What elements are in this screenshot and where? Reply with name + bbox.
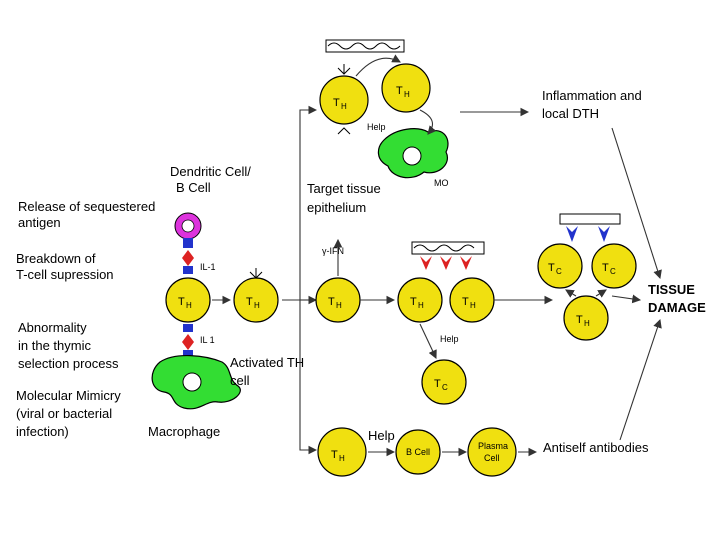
il1-label-bottom: IL 1: [200, 335, 215, 345]
tissue-membrane-right: [559, 213, 621, 242]
b-cell: B Cell: [395, 429, 441, 475]
antigen-marker: [182, 250, 194, 266]
svg-text:H: H: [336, 301, 342, 310]
svg-text:T: T: [548, 262, 555, 274]
help-label-top: Help: [367, 122, 386, 132]
mimicry-label-3: infection): [16, 424, 69, 439]
th-cell-middle-2: T H: [397, 277, 443, 323]
svg-text:H: H: [584, 319, 590, 328]
inflammation-label: Inflammation and: [542, 88, 642, 103]
breakdown-label: Breakdown of: [16, 251, 96, 266]
svg-text:T: T: [178, 296, 185, 308]
activated-label: Activated TH: [230, 355, 304, 370]
macrophage-top-nucleus: [402, 146, 422, 166]
svg-text:T: T: [434, 378, 441, 390]
dendritic-cell: [174, 212, 202, 274]
svg-text:T: T: [602, 262, 609, 274]
tissue-label: TISSUE: [648, 282, 695, 297]
svg-text:T: T: [410, 296, 417, 308]
svg-text:H: H: [404, 90, 410, 99]
inflammation-label-2: local DTH: [542, 106, 599, 121]
release-label-2: antigen: [18, 215, 61, 230]
mo-label: MO: [434, 178, 449, 188]
target-label: Target tissue: [307, 181, 381, 196]
tissue-membrane-top: [325, 39, 405, 53]
svg-text:T: T: [331, 449, 338, 461]
il1-label-top: IL-1: [200, 262, 216, 272]
svg-text:H: H: [470, 301, 476, 310]
svg-text:T: T: [396, 85, 403, 97]
th-cell-bottom: T H: [317, 427, 367, 477]
th-cell-middle-3: T H: [449, 277, 495, 323]
tissue-label-2: DAMAGE: [648, 300, 706, 315]
tc-cell-right-2: T C: [591, 243, 637, 289]
th-cell-left: T H: [165, 277, 211, 323]
th-cell-right: T H: [563, 295, 609, 341]
svg-text:H: H: [341, 102, 347, 111]
mhc-receptor: [183, 238, 193, 248]
svg-text:C: C: [610, 267, 616, 276]
help-label: Help: [368, 428, 395, 443]
target-label-2: epithelium: [307, 200, 366, 215]
breakdown-label-2: T-cell supression: [16, 267, 114, 282]
svg-text:T: T: [333, 97, 340, 109]
th-cell-second: T H: [233, 268, 279, 323]
dendritic-label: Dendritic Cell/: [170, 164, 251, 179]
th-cell-top-1: T H: [319, 64, 369, 135]
svg-text:H: H: [186, 301, 192, 310]
tc-cell-right-1: T C: [537, 243, 583, 289]
tcr-receptor: [183, 266, 193, 274]
svg-text:T: T: [576, 314, 583, 326]
abnormality-label: Abnormality: [18, 320, 87, 335]
dendritic-label-2: B Cell: [176, 180, 211, 195]
macrophage-label: Macrophage: [148, 424, 220, 439]
antiself-label: Antiself antibodies: [543, 440, 649, 455]
ifn-label: γ-IFN: [322, 246, 344, 256]
svg-text:T: T: [328, 296, 335, 308]
abnormality-label-3: selection process: [18, 356, 119, 371]
svg-text:C: C: [442, 383, 448, 392]
tissue-membrane-middle: [411, 241, 485, 270]
release-label: Release of sequestered: [18, 199, 155, 214]
macrophage-nucleus: [182, 372, 202, 392]
mimicry-label: Molecular Mimicry: [16, 388, 121, 403]
help-label-middle: Help: [440, 334, 459, 344]
th-cell-top-2: T H: [381, 63, 431, 113]
svg-text:Plasma: Plasma: [478, 441, 508, 451]
svg-text:B Cell: B Cell: [406, 447, 430, 457]
svg-text:Cell: Cell: [484, 453, 500, 463]
th-cell-middle: T H: [315, 277, 361, 323]
mhc-antigen-lower: [182, 324, 194, 360]
svg-text:H: H: [254, 301, 260, 310]
svg-text:T: T: [246, 296, 253, 308]
tc-cell-middle: T C: [421, 359, 467, 405]
svg-text:H: H: [339, 454, 345, 463]
mimicry-label-2: (viral or bacterial: [16, 406, 112, 421]
svg-text:H: H: [418, 301, 424, 310]
svg-text:C: C: [556, 267, 562, 276]
activated-label-2: cell: [230, 373, 250, 388]
abnormality-label-2: in the thymic: [18, 338, 91, 353]
plasma-cell: Plasma Cell: [467, 427, 517, 477]
svg-text:T: T: [462, 296, 469, 308]
